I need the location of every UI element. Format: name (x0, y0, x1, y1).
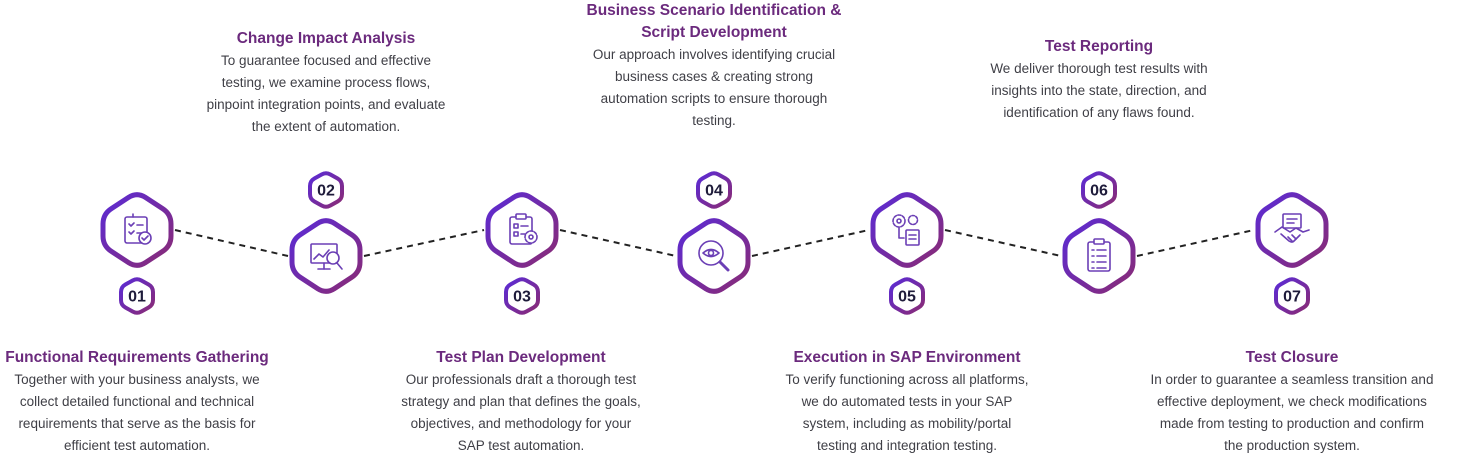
step-04-text: Business Scenario Identification & Script… (566, 0, 862, 132)
step-01: 01 (100, 192, 174, 315)
eye-magnifier-icon (698, 240, 730, 272)
step-title: Functional Requirements Gathering (5, 349, 269, 366)
step-title: Change Impact Analysis (236, 30, 416, 47)
step-title: Execution in SAP Environment (793, 349, 1021, 366)
analysis-chart-icon (310, 243, 343, 270)
step-description-line: requirements that serve as the basis for (18, 416, 256, 431)
step-description-line: we do automated tests in your SAP (801, 394, 1013, 409)
step-description-line: Our professionals draft a thorough test (405, 372, 637, 387)
step-number-hexagon (696, 171, 732, 209)
step-hexagon (100, 192, 174, 268)
step-description-line: testing. (692, 113, 736, 128)
step-06-text: Test Reporting We deliver thorough test r… (970, 36, 1228, 124)
step-title: Test Closure (1245, 349, 1339, 366)
step-description-line: system, including as mobility/portal (802, 416, 1012, 431)
step-description-line: testing, we examine process flows, (221, 75, 431, 90)
step-number: 02 (317, 183, 335, 200)
step-07: 07 (1255, 192, 1329, 315)
step-description-line: pinpoint integration points, and evaluat… (206, 97, 446, 112)
step-description-line: In order to guarantee a seamless transit… (1150, 372, 1434, 387)
step-05: 05 (870, 192, 944, 315)
step-03: 03 (485, 192, 559, 315)
step-description-line: made from testing to production and conf… (1159, 416, 1425, 431)
step-description-line: the extent of automation. (251, 119, 401, 134)
step-number: 07 (1283, 289, 1301, 306)
handshake-document-icon (1274, 213, 1310, 243)
gears-document-icon (892, 214, 920, 246)
step-number-hexagon (1081, 171, 1117, 209)
step-description-line: We deliver thorough test results with (990, 61, 1208, 76)
step-description-line: collect detailed functional and technica… (19, 394, 255, 409)
connector-line (174, 229, 289, 257)
step-hexagon (289, 218, 363, 294)
step-number-hexagon (889, 277, 925, 315)
step-number-hexagon (1274, 277, 1310, 315)
step-title: Business Scenario Identification & (586, 2, 842, 19)
step-description-line: Together with your business analysts, we (14, 372, 260, 387)
step-description-line: the production system. (1224, 438, 1360, 453)
step-06: 06 (1062, 171, 1136, 294)
step-02-text: Change Impact Analysis To guarantee focus… (186, 28, 466, 138)
step-number: 05 (898, 289, 916, 306)
clipboard-gear-icon (509, 213, 538, 245)
step-04: 04 (677, 171, 751, 294)
step-description-line: business cases & creating strong (614, 69, 814, 84)
step-description-line: To verify functioning across all platfor… (785, 372, 1029, 387)
step-description-line: insights into the state, direction, and (991, 83, 1207, 98)
step-05-text: Execution in SAP Environment To verify fu… (767, 347, 1047, 457)
step-07-text: Test Closure In order to guarantee a seam… (1132, 347, 1452, 457)
connector-line (944, 229, 1062, 257)
step-number-hexagon (504, 277, 540, 315)
step-hexagon (485, 192, 559, 268)
step-number-hexagon (308, 171, 344, 209)
connector-line (1136, 229, 1255, 257)
step-description-line: identification of any flaws found. (1003, 105, 1195, 120)
step-description-line: strategy and plan that defines the goals… (401, 394, 641, 409)
step-number: 06 (1090, 183, 1108, 200)
step-description-line: To guarantee focused and effective (221, 53, 431, 68)
step-title: Script Development (641, 24, 787, 41)
connector-line (363, 229, 485, 257)
step-title: Test Plan Development (436, 349, 606, 366)
step-description-line: objectives, and methodology for your (410, 416, 632, 431)
step-description-line: Our approach involves identifying crucia… (592, 47, 836, 62)
step-description-line: effective deployment, we check modificat… (1157, 394, 1427, 409)
step-number: 04 (705, 183, 723, 200)
connector-line (559, 229, 677, 257)
report-clipboard-icon (1087, 238, 1111, 272)
step-number: 01 (128, 289, 146, 306)
step-description-line: automation scripts to ensure thorough (600, 91, 828, 106)
step-02: 02 (289, 171, 363, 294)
step-description-line: SAP test automation. (457, 438, 585, 453)
connector-lines (174, 229, 1255, 257)
checklist-icon (124, 213, 152, 245)
step-title: Test Reporting (1044, 38, 1154, 55)
step-number: 03 (513, 289, 531, 306)
connector-line (751, 229, 870, 257)
step-description-line: efficient test automation. (63, 438, 211, 453)
step-description-line: testing and integration testing. (816, 438, 998, 453)
step-number-hexagon (119, 277, 155, 315)
